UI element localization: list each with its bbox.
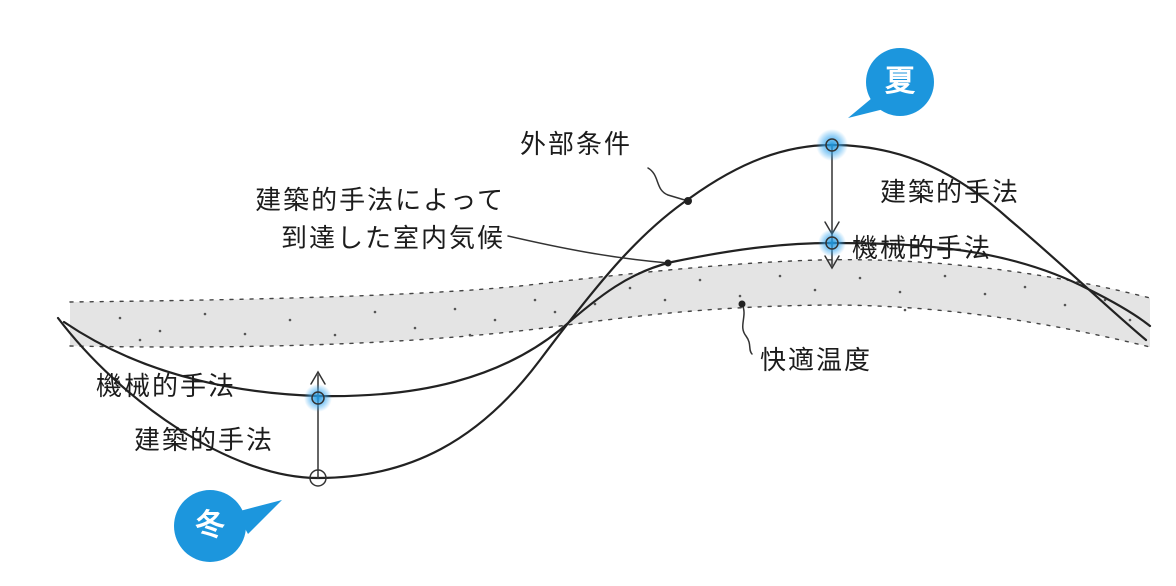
summer-label: 夏 <box>885 64 915 99</box>
summer-peak-glow <box>816 129 848 161</box>
winter-indoor-marker <box>311 391 325 405</box>
architectural-method-summer-label: 建築的手法 <box>880 178 1021 208</box>
architectural-method-winter-label: 建築的手法 <box>134 426 275 456</box>
winter-label: 冬 <box>195 508 225 543</box>
external-label-leader <box>647 167 689 202</box>
winter-indoor-glow <box>304 384 332 412</box>
comfort-band <box>70 259 1150 348</box>
summer-arrow-head-low <box>824 255 840 270</box>
mechanical-method-winter-label: 機械的手法 <box>96 372 237 402</box>
comfort-leader-dot <box>738 300 746 308</box>
summer-indoor-marker <box>825 236 839 250</box>
summer-peak-marker <box>825 138 839 152</box>
winter-arrow-head <box>310 370 326 385</box>
indoor-climate-curve <box>62 241 1152 398</box>
comfort-band-top-edge <box>69 258 1151 303</box>
comfort-band-bottom-edge <box>69 304 1151 348</box>
external-conditions-label: 外部条件 <box>520 130 633 160</box>
external-leader-dot <box>684 197 692 205</box>
external-conditions-curve <box>56 143 1148 480</box>
mechanical-method-summer-label: 機械的手法 <box>852 234 993 264</box>
band-stipple <box>118 274 1132 342</box>
comfort-label-leader <box>741 303 753 355</box>
comfort-temperature-label: 快適温度 <box>760 346 873 376</box>
architectural-result-label: 建築的手法によって 到達した室内気候 <box>255 186 505 254</box>
summer-indoor-glow <box>818 229 846 257</box>
indoor-label-leader <box>507 235 669 264</box>
winter-trough-marker <box>309 469 327 487</box>
indoor-leader-dot <box>664 259 672 267</box>
summer-bubble <box>866 48 934 116</box>
winter-bubble-tail <box>236 500 282 534</box>
winter-bubble <box>174 490 246 562</box>
